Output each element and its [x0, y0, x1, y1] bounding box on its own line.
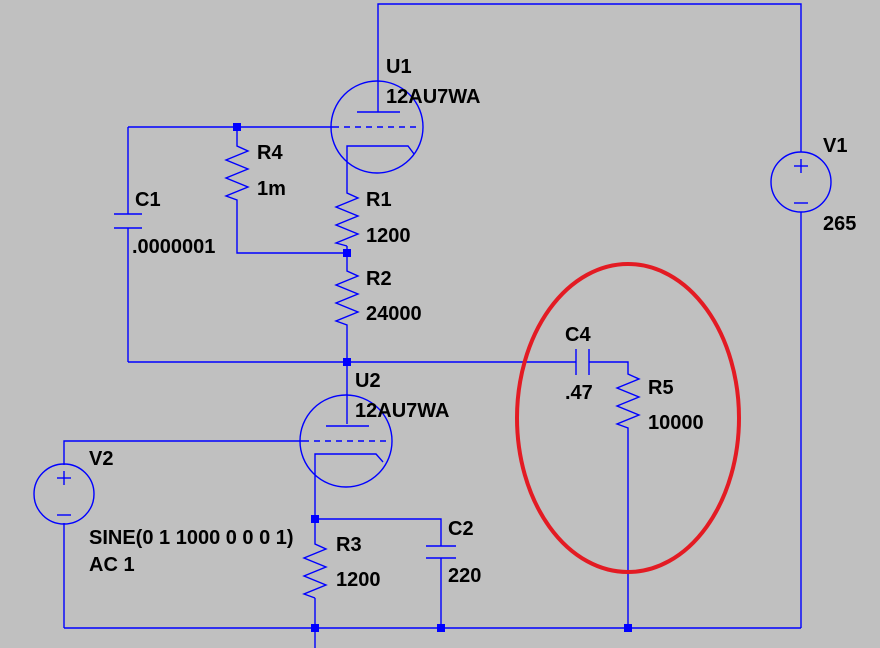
wires: [63, 3, 802, 648]
r3-value: 1200: [336, 569, 381, 591]
capacitor-c4[interactable]: [575, 349, 590, 375]
wire-r4-bottom: [236, 203, 347, 254]
r1-ref: R1: [366, 189, 392, 211]
junction-dot: [311, 515, 319, 523]
junction-dot: [233, 123, 241, 131]
junction-dot: [311, 624, 319, 632]
u2-ref: U2: [355, 370, 381, 392]
wire-c4-to-r5: [589, 361, 629, 368]
r1-value: 1200: [366, 225, 411, 247]
c4-ref: C4: [565, 324, 591, 346]
resistor-r1[interactable]: [333, 187, 360, 247]
wire-c2-top: [315, 518, 442, 546]
c1-ref: C1: [135, 189, 161, 211]
tube-envelope: [299, 394, 393, 488]
voltage-source-v2[interactable]: [33, 463, 95, 525]
c2-ref: C2: [448, 518, 474, 540]
resistor-r4[interactable]: [224, 140, 250, 203]
junction-dot: [343, 358, 351, 366]
v1-ref: V1: [823, 135, 847, 157]
wire-u1-plate-to-v1: [377, 3, 802, 152]
v2-ac-value: AC 1: [89, 554, 135, 576]
c1-value: .0000001: [132, 236, 215, 258]
tube-cathode: [314, 453, 384, 463]
wire-v2-to-u2-grid: [63, 440, 303, 465]
junction-dot: [624, 624, 632, 632]
voltage-source-v1[interactable]: [770, 151, 832, 213]
source-circle: [33, 463, 95, 525]
junction-dot: [437, 624, 445, 632]
r2-ref: R2: [366, 268, 392, 290]
resistor-r2[interactable]: [334, 265, 360, 328]
resistor-r3[interactable]: [302, 538, 328, 599]
tube-u2[interactable]: [299, 394, 393, 488]
resistor-r5[interactable]: [615, 368, 641, 431]
source-circle: [770, 151, 832, 213]
u1-ref: U1: [386, 56, 412, 78]
u1-value: 12AU7WA: [386, 86, 480, 108]
capacitor-c2[interactable]: [426, 545, 456, 559]
tube-cathode: [346, 145, 415, 160]
r2-value: 24000: [366, 303, 422, 325]
v2-value: SINE(0 1 1000 0 0 0 1): [89, 527, 294, 549]
c4-value: .47: [565, 382, 593, 404]
r3-ref: R3: [336, 534, 362, 556]
v2-ref: V2: [89, 448, 113, 470]
tube-envelope: [330, 80, 424, 174]
r5-value: 10000: [648, 412, 704, 434]
c2-value: 220: [448, 565, 481, 587]
capacitor-c1[interactable]: [114, 213, 142, 229]
v1-value: 265: [823, 213, 856, 235]
junction-dot: [343, 249, 351, 257]
u2-value: 12AU7WA: [355, 400, 449, 422]
tube-u1[interactable]: [330, 80, 424, 174]
labels: U1 12AU7WA R4 1m R1 1200 R2 24000 C1 .00…: [89, 56, 856, 591]
r4-value: 1m: [257, 178, 286, 200]
r5-ref: R5: [648, 377, 674, 399]
junctions: [233, 123, 632, 632]
r4-ref: R4: [257, 142, 283, 164]
highlight-ellipse: [515, 262, 741, 574]
